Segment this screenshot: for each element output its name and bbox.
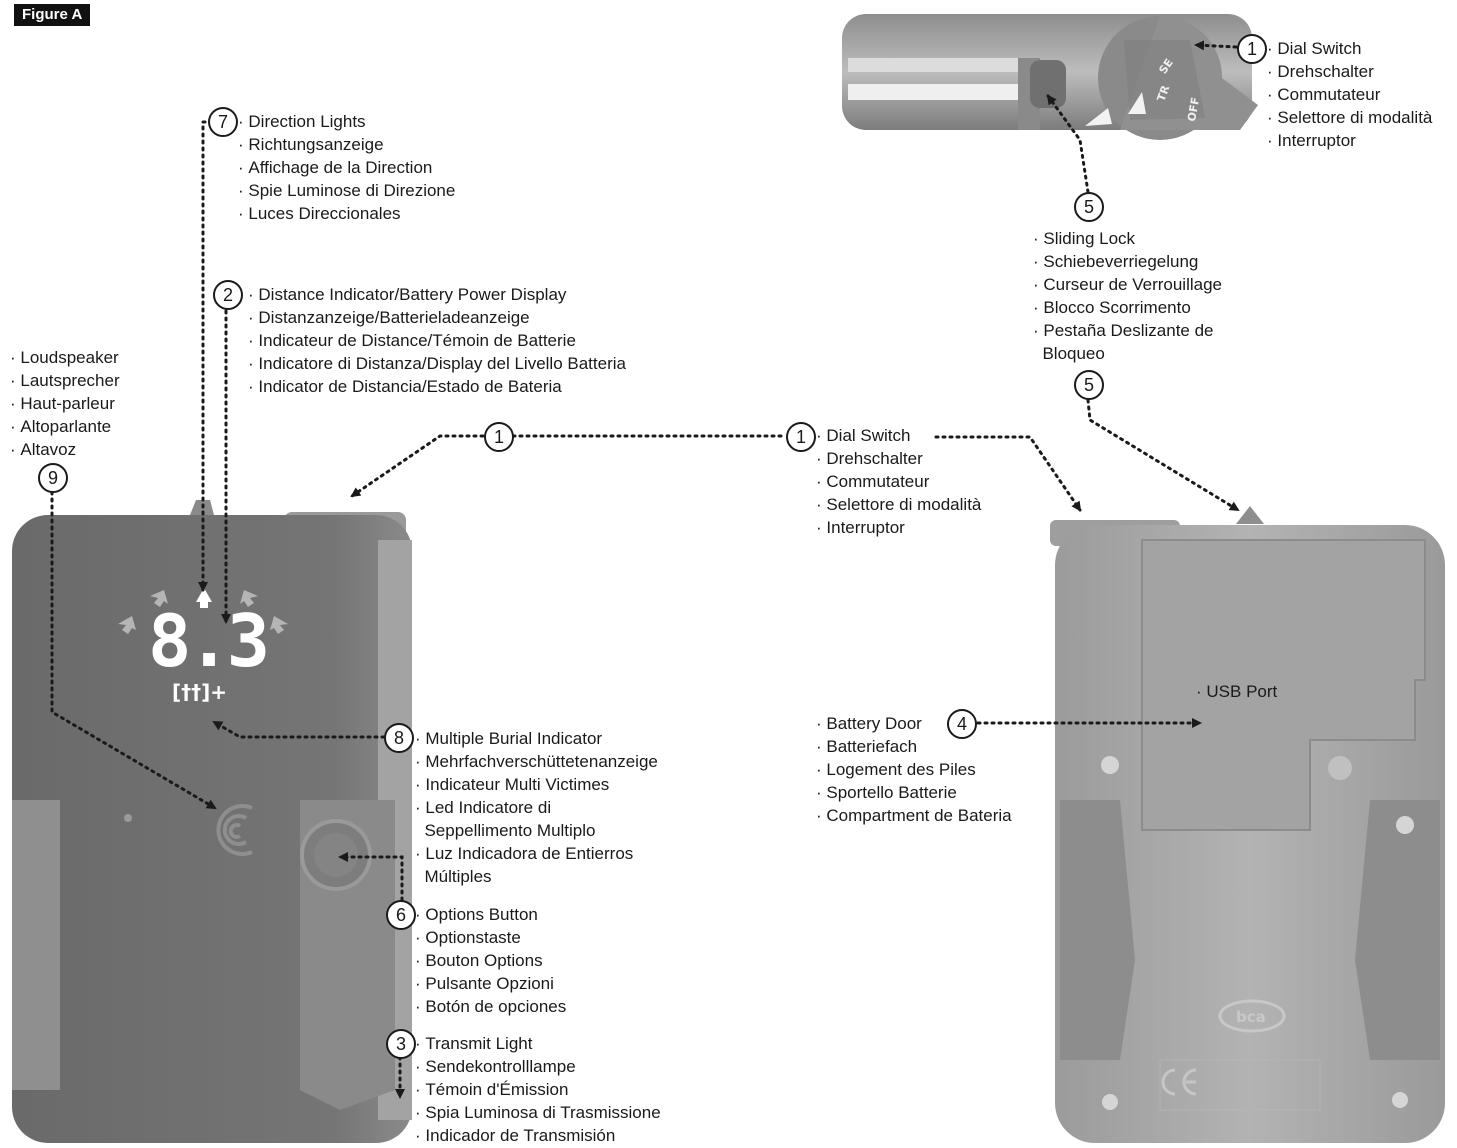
multiple-burial-icon: [††]+ — [172, 680, 228, 704]
callout-number-7: 7 — [208, 107, 238, 137]
label-dial-switch-top: Dial Switch Drehschalter Commutateur Sel… — [1267, 37, 1432, 152]
callout-number-1-right: 1 — [786, 422, 816, 452]
label-transmit-light: Transmit Light Sendekontrolllampe Témoin… — [415, 1032, 660, 1147]
figure-label: Figure A — [14, 4, 91, 26]
device-front-view — [12, 500, 412, 1143]
label-sliding-lock: Sliding Lock Schiebeverriegelung Curseur… — [1033, 227, 1222, 365]
callout-number-8: 8 — [384, 723, 414, 753]
callout-number-1-top: 1 — [1237, 34, 1267, 64]
callout-number-6: 6 — [386, 900, 416, 930]
callout-number-3: 3 — [386, 1029, 416, 1059]
dial-mark-off: OFF — [1185, 96, 1202, 122]
leader-lines — [50, 40, 1240, 1099]
brand-logo: bca — [1236, 1008, 1266, 1026]
speaker-icon — [216, 804, 253, 856]
callout-number-5-lower: 5 — [1074, 370, 1104, 400]
direction-lights — [118, 588, 288, 634]
label-loudspeaker: Loudspeaker Lautsprecher Haut-parleur Al… — [10, 346, 119, 461]
callout-number-2: 2 — [213, 280, 243, 310]
dial-mark-tr: TR — [1155, 83, 1173, 103]
device-back-view: bca — [1050, 506, 1445, 1143]
label-distance-indicator: Distance Indicator/Battery Power Display… — [248, 283, 626, 398]
label-battery-door: Battery Door Batteriefach Logement des P… — [816, 712, 1011, 827]
label-dial-switch-middle: Dial Switch Drehschalter Commutateur Sel… — [816, 424, 981, 539]
label-usb-port: USB Port — [1196, 680, 1277, 703]
device-top-view: SE TR OFF — [842, 14, 1258, 140]
label-multiple-burial: Multiple Burial Indicator Mehrfachversch… — [415, 727, 657, 888]
callout-number-5-upper: 5 — [1074, 192, 1104, 222]
label-direction-lights: Direction Lights Richtungsanzeige Affich… — [238, 110, 455, 225]
label-options-button: Options Button Optionstaste Bouton Optio… — [415, 903, 566, 1018]
callout-number-9: 9 — [38, 463, 68, 493]
callout-number-1-left: 1 — [484, 422, 514, 452]
distance-readout: 8.3 — [148, 599, 270, 683]
